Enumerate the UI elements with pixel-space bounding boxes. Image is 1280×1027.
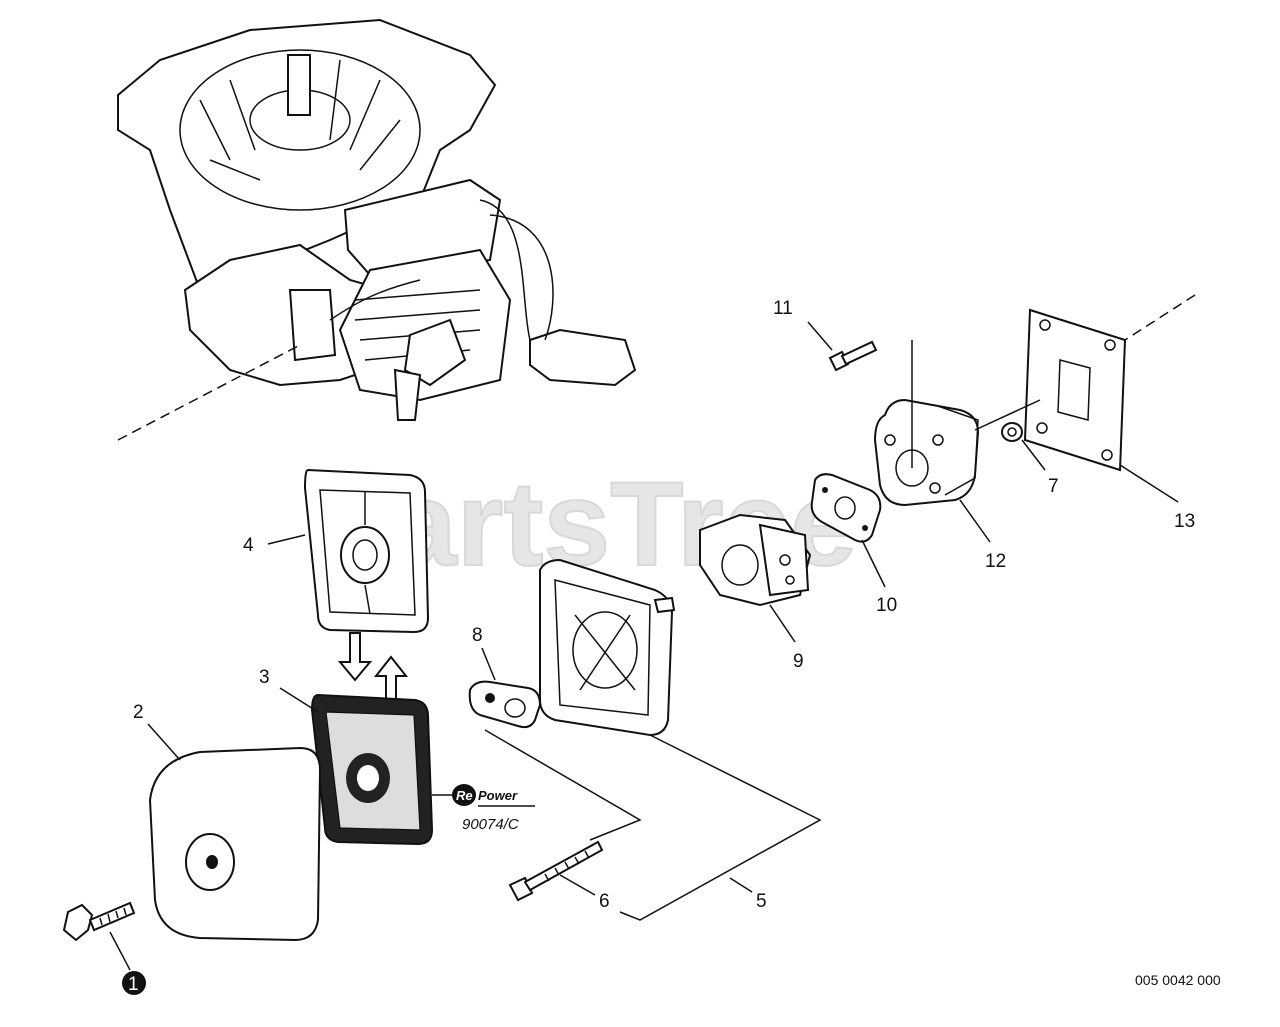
guide-8-6 bbox=[484, 729, 642, 841]
leader-8 bbox=[481, 647, 496, 681]
air-filter-part-4 bbox=[303, 468, 430, 634]
svg-text:Re: Re bbox=[456, 788, 473, 803]
callout-5: 5 bbox=[756, 891, 767, 912]
bracket-part-8 bbox=[468, 680, 542, 729]
repower-badge: Re Power 90074/C bbox=[432, 784, 535, 833]
callout-9: 9 bbox=[793, 651, 804, 672]
gasket-part-10 bbox=[810, 473, 882, 543]
engine-guide-line bbox=[117, 344, 301, 441]
callout-10: 10 bbox=[876, 595, 897, 616]
assembly-axis-lower bbox=[974, 399, 1041, 431]
engine-assembly bbox=[117, 18, 637, 421]
air-cleaner-cover-part-2 bbox=[148, 746, 322, 942]
callout-2: 2 bbox=[133, 702, 144, 723]
leader-4 bbox=[267, 534, 306, 545]
callout-8: 8 bbox=[472, 625, 483, 646]
leader-11 bbox=[807, 321, 833, 351]
bolt-part-6 bbox=[508, 840, 604, 902]
filter-case-part-5 bbox=[539, 558, 676, 737]
leader-2 bbox=[147, 723, 181, 761]
callout-7: 7 bbox=[1048, 476, 1059, 497]
leader-13 bbox=[1119, 464, 1179, 503]
callout-1: 1 bbox=[128, 974, 139, 995]
gasket-plate-part-13 bbox=[1023, 308, 1127, 472]
leader-10 bbox=[861, 539, 886, 588]
screw-part-11 bbox=[828, 340, 878, 372]
leader-7 bbox=[1021, 439, 1046, 471]
leader-12 bbox=[959, 499, 991, 543]
callout-13: 13 bbox=[1174, 511, 1195, 532]
washer-part-7 bbox=[1001, 422, 1023, 442]
callout-12: 12 bbox=[985, 551, 1006, 572]
leader-5 bbox=[619, 734, 822, 921]
install-direction-arrows bbox=[337, 632, 409, 706]
leader-5b bbox=[729, 877, 753, 893]
leader-6 bbox=[559, 874, 596, 896]
leader-3 bbox=[279, 687, 319, 713]
callout-4: 4 bbox=[243, 535, 254, 556]
repower-part-code: 90074/C bbox=[462, 816, 519, 833]
assembly-axis-upper bbox=[1124, 294, 1196, 341]
insulator-part-12 bbox=[873, 398, 980, 507]
leader-9 bbox=[769, 604, 796, 643]
callout-11: 11 bbox=[773, 298, 793, 319]
figure-number: 005 0042 000 bbox=[1135, 972, 1221, 988]
callout-3: 3 bbox=[259, 667, 270, 688]
repower-brand: Power bbox=[478, 788, 518, 803]
callout-1-badge bbox=[122, 971, 146, 995]
wing-bolt-part-1 bbox=[62, 901, 136, 942]
pre-filter-part-3 bbox=[310, 693, 434, 846]
leader-1 bbox=[109, 931, 131, 971]
callout-6: 6 bbox=[599, 891, 610, 912]
carburetor-part-9 bbox=[699, 513, 812, 607]
